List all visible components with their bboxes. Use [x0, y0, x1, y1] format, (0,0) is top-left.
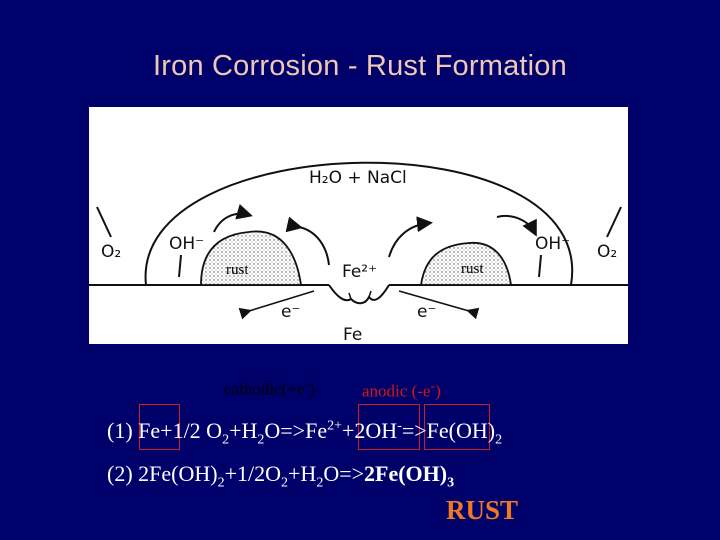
eq2-part1: (2) 2Fe(OH)	[107, 461, 218, 486]
cathodic-close: )	[309, 380, 315, 399]
eq1-part5: =>Fe(OH)	[402, 418, 495, 443]
eq2-part3: +H	[288, 461, 316, 486]
o2-right-line	[607, 207, 621, 237]
fe-ion-label: Fe²⁺	[342, 262, 377, 282]
arrow-left-inner	[299, 227, 329, 265]
arrow-left-top	[214, 214, 249, 232]
rust-deposit-left	[201, 231, 301, 285]
o2-left-label: O₂	[101, 242, 121, 262]
oh-right-line	[539, 255, 541, 277]
eq1-part4: +	[342, 418, 354, 443]
equation-2: (2) 2Fe(OH)2+1/2O2+H2O=>2Fe(OH)3	[107, 461, 454, 491]
eq2-sub2: 2	[281, 475, 288, 490]
anodic-pit	[329, 285, 389, 303]
o2-right-label: O₂	[597, 242, 617, 262]
eq1-part1: +1/2 O	[160, 418, 222, 443]
eq1-part3: O=>	[264, 418, 305, 443]
electrolyte-label: H₂O + NaCl	[309, 168, 407, 188]
electron-right-label: e⁻	[417, 302, 436, 322]
eq1-oh: 2OH	[354, 418, 397, 443]
eq1-prefix: (1)	[107, 418, 138, 443]
anodic-text: anodic (-e	[362, 382, 430, 401]
oh-left-line	[179, 255, 181, 277]
slide-title: Iron Corrosion - Rust Formation	[0, 50, 720, 83]
oh-left-label: OH⁻	[169, 234, 204, 254]
o2-left-line	[97, 207, 111, 237]
anodic-label: anodic (-e-)	[362, 378, 441, 402]
eq2-sub4: 3	[447, 475, 454, 490]
rust-left-label: rust	[226, 262, 249, 278]
corrosion-diagram-svg: H₂O + NaCl O₂ O₂ OH⁻ OH⁻ rust rust Fe²⁺ …	[89, 107, 628, 344]
eq2-sub1: 2	[218, 475, 225, 490]
eq1-sup2: 2+	[327, 419, 342, 434]
eq1-fe2: Fe	[305, 418, 327, 443]
eq2-part4: O=>	[323, 461, 364, 486]
cathodic-text: cathodic(+e	[224, 380, 304, 399]
rust-right-label: rust	[461, 261, 484, 277]
anodic-close: )	[435, 382, 441, 401]
eq2-part2: +1/2O	[225, 461, 281, 486]
equation-1: (1) Fe+1/2 O2+H2O=>Fe2++2OH-=>Fe(OH)2	[107, 418, 502, 448]
eq1-part2: +H	[229, 418, 257, 443]
corrosion-diagram: H₂O + NaCl O₂ O₂ OH⁻ OH⁻ rust rust Fe²⁺ …	[89, 107, 628, 344]
electron-left-label: e⁻	[281, 302, 300, 322]
arrow-right-inner	[389, 223, 429, 257]
rust-word: RUST	[446, 495, 518, 526]
eq1-fe: Fe	[138, 418, 160, 443]
eq1-sub3: 2	[495, 432, 502, 447]
cathodic-label: cathodic(+e-)	[224, 376, 315, 400]
arrow-right-top	[497, 216, 535, 233]
eq2-product: 2Fe(OH)	[364, 461, 447, 486]
fe-metal-label: Fe	[343, 325, 362, 344]
oh-right-label: OH⁻	[535, 234, 570, 254]
